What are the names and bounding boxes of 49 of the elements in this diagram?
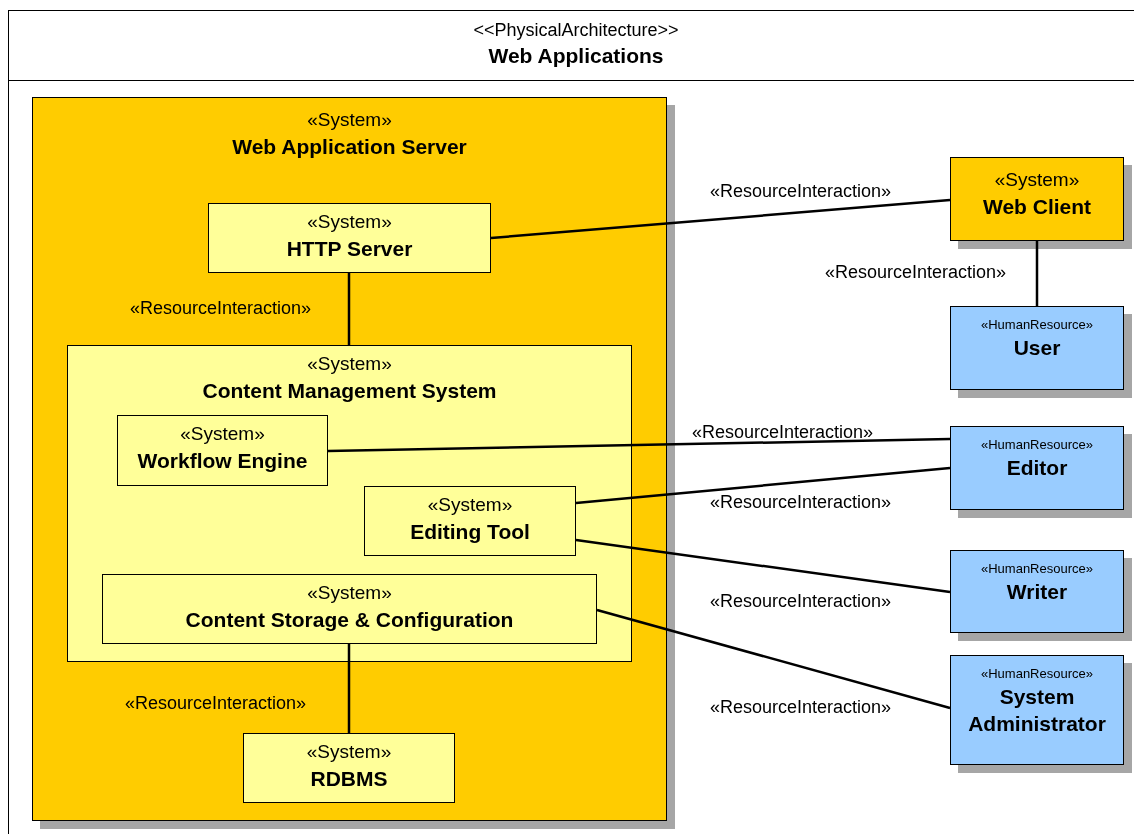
stereotype-label: «HumanResource» xyxy=(980,666,1094,683)
stereotype-label: «System» xyxy=(179,422,266,446)
node-title: Writer xyxy=(1005,578,1069,605)
node-title: Content Management System xyxy=(201,377,498,404)
edge-label: «ResourceInteraction» xyxy=(710,492,892,513)
system-box xyxy=(67,345,632,662)
connector-line xyxy=(327,437,951,453)
edge-label: «ResourceInteraction» xyxy=(692,422,874,443)
edge-label: «ResourceInteraction» xyxy=(130,298,312,319)
node-title: Web Client xyxy=(981,193,1093,220)
node-title: Workflow Engine xyxy=(136,447,309,474)
node-title: Web Applications xyxy=(487,43,665,70)
stereotype-label: «HumanResource» xyxy=(980,437,1094,454)
node-title: User xyxy=(1012,334,1062,361)
node-title: Content Storage & Configuration xyxy=(184,606,515,633)
stereotype-label: «HumanResource» xyxy=(980,561,1094,578)
connector-line xyxy=(347,644,351,733)
connector-line xyxy=(596,608,951,710)
system-box xyxy=(364,486,576,556)
edge-label: «ResourceInteraction» xyxy=(710,591,892,612)
edge-label: «ResourceInteraction» xyxy=(825,262,1007,283)
stereotype-label: «System» xyxy=(426,493,514,517)
node-title: Editor xyxy=(1005,454,1069,481)
edge-label: «ResourceInteraction» xyxy=(125,693,307,714)
connector-line xyxy=(1035,241,1039,306)
system-box xyxy=(208,203,491,273)
node-title: System Administrator xyxy=(967,683,1107,738)
stereotype-label: «System» xyxy=(306,581,393,605)
stereotype-label: «System» xyxy=(306,210,393,234)
connector-line xyxy=(575,466,951,505)
stereotype-label: «System» xyxy=(305,740,393,764)
diagram-frame xyxy=(8,10,1134,834)
node-title: HTTP Server xyxy=(285,235,414,262)
system-box xyxy=(117,415,328,486)
stereotype-label: «System» xyxy=(993,168,1081,192)
connector-line xyxy=(490,198,951,240)
node-title: Web Application Server xyxy=(231,133,468,160)
node-title: Editing Tool xyxy=(409,518,531,545)
system-box xyxy=(102,574,597,644)
edge-label: «ResourceInteraction» xyxy=(710,181,892,202)
stereotype-label: «HumanResource» xyxy=(980,317,1094,334)
node-title: RDBMS xyxy=(309,765,389,792)
stereotype-label: «System» xyxy=(306,352,393,376)
connector-line xyxy=(575,538,951,594)
edge-label: «ResourceInteraction» xyxy=(710,697,892,718)
system-box xyxy=(243,733,455,803)
stereotype-label: <<PhysicalArchitecture>> xyxy=(472,19,680,42)
stereotype-label: «System» xyxy=(306,108,393,132)
connector-line xyxy=(347,273,351,345)
